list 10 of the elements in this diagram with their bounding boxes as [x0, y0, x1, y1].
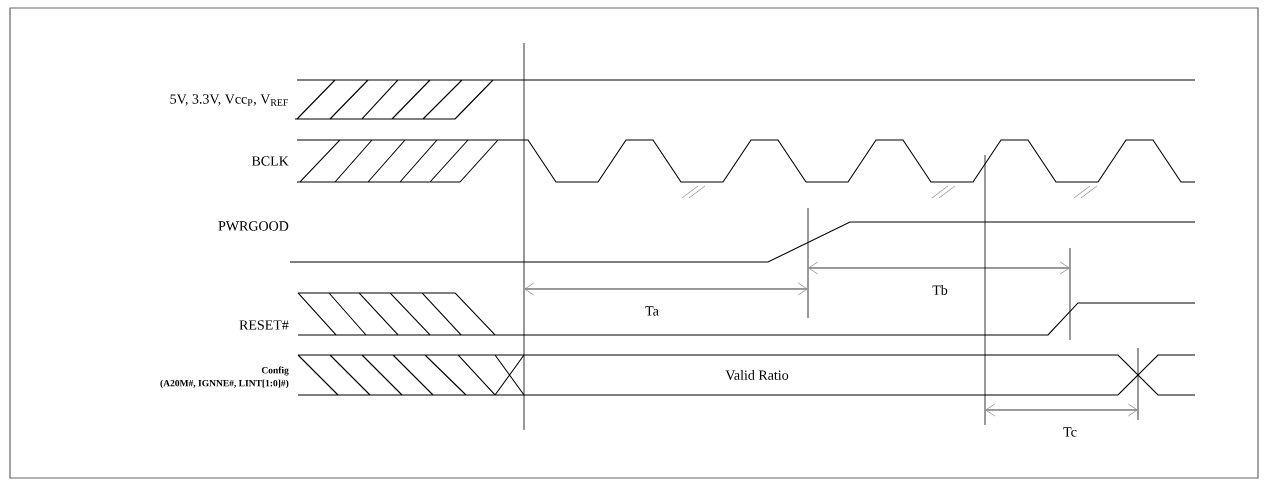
signal-label: PWRGOOD — [218, 221, 289, 231]
signal-label: (A20M#, IGNNE#, LINT[1:0]#) — [160, 379, 289, 389]
signal-label: Tc — [1063, 427, 1077, 437]
signal-label: RESET# — [239, 320, 289, 330]
signal-label: BCLK — [251, 156, 289, 166]
signal-label: Config — [261, 366, 289, 376]
signal-label: Ta — [645, 306, 659, 316]
signal-label: Valid Ratio — [725, 370, 789, 380]
signal-label: Tb — [932, 285, 948, 295]
signal-label: 5V, 3.3V, Vcc$_{P}$, V$_{REF}$ — [170, 94, 288, 106]
